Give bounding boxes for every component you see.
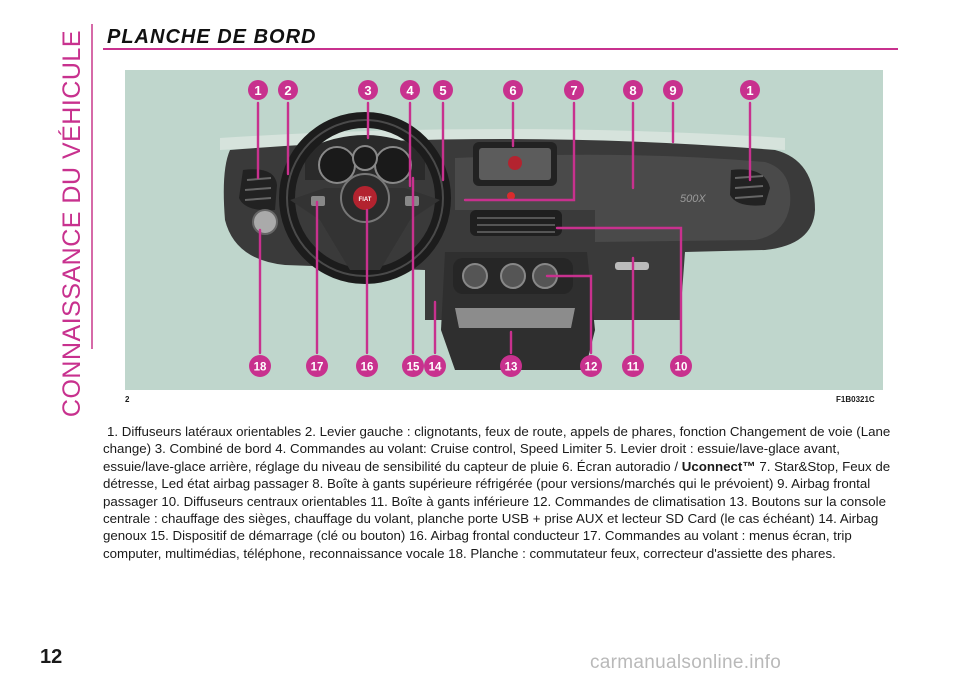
dashboard-figure: FIAT 500X 1 <box>125 70 883 390</box>
marker-label: 16 <box>361 362 374 374</box>
steering-wheel-badge <box>353 186 377 210</box>
caption-part1: 1. Diffuseurs latéraux orientables 2. Le… <box>103 424 891 474</box>
bottom-markers: 18 17 16 15 14 13 12 11 10 <box>249 355 692 377</box>
brand-badge-text: FIAT <box>359 197 372 203</box>
marker-label: 3 <box>364 83 371 98</box>
light-switch <box>252 209 278 235</box>
section-side-title: CONNAISSANCE DU VÉHICULE <box>52 30 92 418</box>
figure-code: F1B0321C <box>836 395 875 404</box>
marker-label: 7 <box>570 83 577 98</box>
instrument-cluster <box>352 145 378 171</box>
marker-label: 13 <box>505 362 518 374</box>
marker-label: 15 <box>407 362 420 374</box>
climate-knob-left <box>462 263 488 289</box>
marker-label: 9 <box>669 83 676 98</box>
marker-label: 2 <box>284 83 291 98</box>
legend-caption: 1. Diffuseurs latéraux orientables 2. Le… <box>103 423 893 562</box>
marker-label: 1 <box>254 83 261 98</box>
marker-label: 10 <box>675 362 688 374</box>
dashboard-illustration: FIAT 500X 1 <box>125 70 883 390</box>
model-badge-text: 500X <box>680 193 706 205</box>
page-title: PLANCHE DE BORD <box>107 26 317 48</box>
figure-number: 2 <box>125 395 130 404</box>
watermark: carmanualsonline.info <box>590 652 782 673</box>
marker-label: 6 <box>509 83 516 98</box>
caption-uconnect: Uconnect™ <box>681 458 756 474</box>
center-vent <box>470 210 562 236</box>
side-divider <box>91 24 93 349</box>
top-markers: 1 2 3 4 5 6 7 8 9 1 <box>248 80 760 100</box>
marker-label: 14 <box>429 362 442 374</box>
marker-label: 1 <box>746 83 753 98</box>
section-title-text: CONNAISSANCE DU VÉHICULE <box>57 30 86 418</box>
climate-knob-center <box>500 263 526 289</box>
marker-label: 4 <box>406 83 414 98</box>
marker-label: 12 <box>585 362 598 374</box>
marker-label: 18 <box>254 362 267 374</box>
marker-label: 8 <box>629 83 636 98</box>
page-number: 12 <box>40 646 63 668</box>
marker-label: 17 <box>311 362 324 374</box>
caption-part2: 7. Star&Stop, Feux de détresse, Led état… <box>103 458 891 561</box>
title-rule <box>103 48 898 50</box>
marker-label: 11 <box>627 362 640 374</box>
marker-label: 5 <box>439 83 446 98</box>
